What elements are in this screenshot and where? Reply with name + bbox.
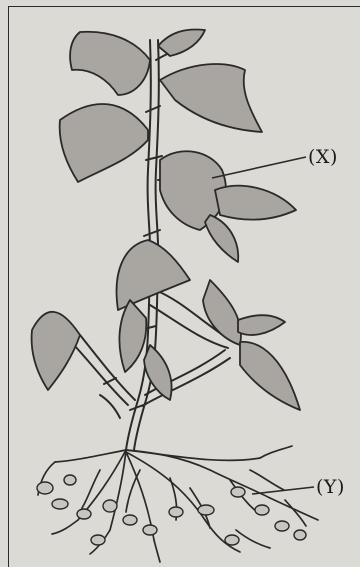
leaf-middle-left xyxy=(117,240,190,310)
leaf-left-lower xyxy=(32,312,80,390)
leaf-upper-right xyxy=(160,64,262,132)
leaf-right-lowest xyxy=(240,342,300,410)
pointer-line-x xyxy=(212,157,306,178)
leaf-right-small xyxy=(215,186,296,220)
leaf-upper-left xyxy=(60,104,148,182)
leaf-top-left xyxy=(70,32,150,95)
leaf-right-lower xyxy=(205,215,238,262)
leaf-right-pair xyxy=(238,315,285,335)
leaf-right-mid xyxy=(203,280,241,345)
leaf-bottom-mid xyxy=(119,300,146,372)
leaf-top-right xyxy=(158,30,205,56)
label-y: (Y) xyxy=(316,476,345,498)
label-x: (X) xyxy=(308,146,338,168)
